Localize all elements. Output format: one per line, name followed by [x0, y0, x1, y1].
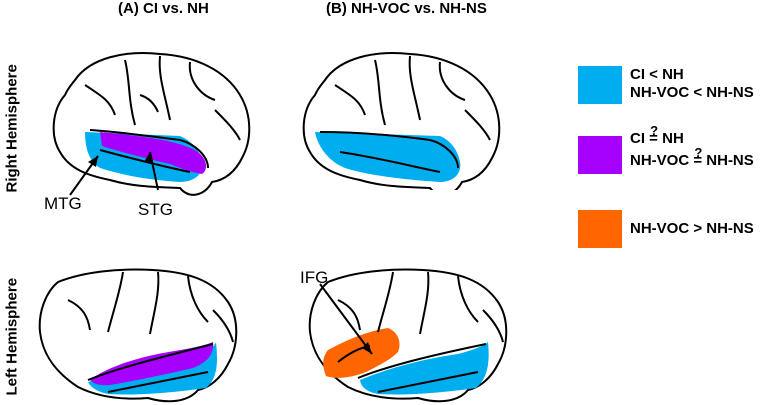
mtg-label: MTG [44, 194, 82, 213]
legend-purple-line2: NH-VOC ?= NH-NS [630, 145, 754, 170]
row-label-right-hemisphere: Right Hemisphere [3, 64, 21, 193]
sulci [84, 55, 241, 173]
legend-purple-equal: = [649, 130, 658, 147]
legend-purple-line1: CI ?= NH [630, 123, 754, 148]
stg-label: STG [138, 200, 173, 219]
ifg-label: IFG [300, 268, 329, 287]
ifg-arrowhead [362, 342, 372, 354]
stg-arrowhead [144, 152, 153, 162]
region-purple [100, 132, 207, 174]
legend-swatch-blue [578, 66, 622, 104]
region-orange [323, 328, 400, 378]
legend-swatch-orange [578, 210, 622, 248]
column-title-b: (B) NH-VOC vs. NH-NS [326, 0, 487, 17]
column-title-a: (A) CI vs. NH [118, 0, 209, 17]
legend-purple-q-mark: ? [650, 123, 659, 138]
legend-purple-q-mark-2: ? [694, 145, 703, 160]
legend-purple-line2-b: NH-NS [702, 152, 754, 169]
legend-purple-equal-2: = [693, 152, 703, 169]
brain-left-hemisphere-voc-vs-ns [308, 268, 508, 403]
legend-purple-line1-b: NH [657, 130, 684, 147]
sulci [337, 271, 504, 393]
legend-text-orange: NH-VOC > NH-NS [630, 220, 754, 237]
legend-purple-line2-a: NH-VOC [630, 152, 694, 169]
sulci [319, 55, 491, 173]
legend-text-blue: CI < NH NH-VOC < NH-NS [630, 66, 754, 102]
brain-right-hemisphere-voc-vs-ns [302, 52, 501, 190]
legend-purple-line1-a: CI [630, 130, 650, 147]
mtg-arrowhead [88, 156, 98, 167]
region-blue [360, 342, 489, 395]
ifg-arrow [319, 283, 373, 355]
legend-blue-line2: NH-VOC < NH-NS [630, 84, 754, 101]
legend-blue-line1: CI < NH [630, 66, 684, 83]
legend-swatch-purple [578, 136, 622, 174]
legend-purple-q-symbol-2: ?= [693, 145, 703, 170]
brain-left-hemisphere-ci-vs-nh [38, 268, 238, 403]
legend-text-purple: CI ?= NH NH-VOC ?= NH-NS [630, 123, 754, 170]
brain-right-hemisphere-ci-vs-nh [52, 52, 251, 196]
sulci [67, 271, 234, 393]
legend-purple-q-symbol: ?= [649, 123, 658, 148]
row-label-left-hemisphere: Left Hemisphere [3, 277, 21, 396]
